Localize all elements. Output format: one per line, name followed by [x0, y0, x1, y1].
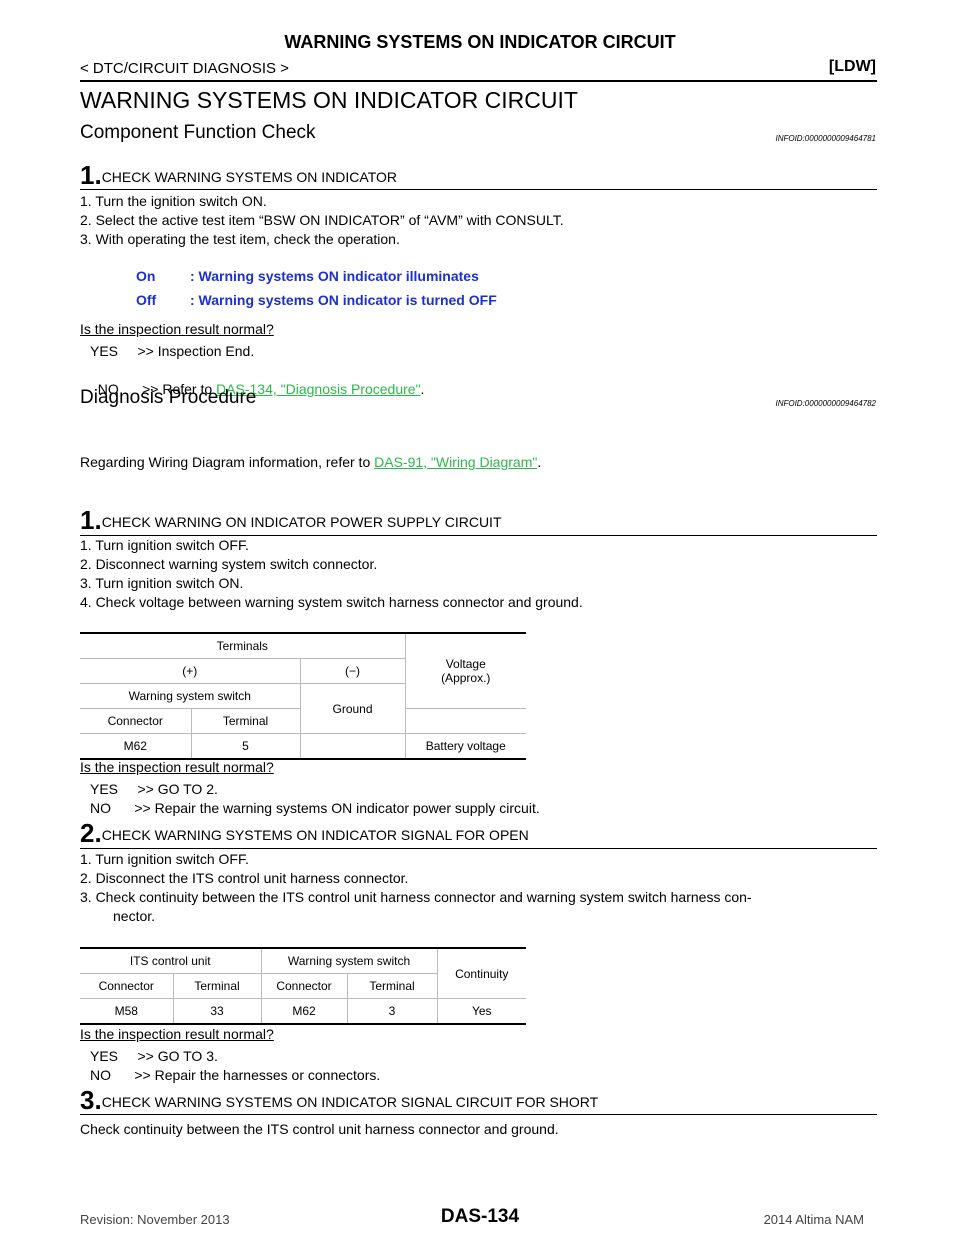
section-heading-diagnosis-procedure: Diagnosis Procedure: [80, 387, 257, 408]
spec-off-row: Off : Warning systems ON indicator is tur…: [136, 292, 497, 308]
list-item: 2. Disconnect the ITS control unit harne…: [80, 870, 409, 886]
no-suffix: .: [420, 381, 425, 397]
approx-label: (Approx.): [441, 671, 491, 685]
table-header: Terminal: [190, 708, 300, 734]
step-heading: 1.CHECK WARNING ON INDICATOR POWER SUPPL…: [80, 505, 502, 536]
table-cell: M62: [80, 733, 191, 760]
table-cell: [299, 733, 405, 760]
inspection-question: Is the inspection result normal?: [80, 1026, 274, 1042]
running-header-title: WARNING SYSTEMS ON INDICATOR CIRCUIT: [284, 32, 676, 52]
no-branch: NO >> Repair the harnesses or connectors…: [90, 1067, 381, 1083]
table-cell: M58: [80, 998, 173, 1025]
step-number: 1.: [80, 505, 102, 535]
intro-text: Regarding Wiring Diagram information, re…: [80, 454, 375, 470]
step-number: 1.: [80, 160, 102, 190]
wiring-diagram-reference: Regarding Wiring Diagram information, re…: [80, 453, 541, 472]
spec-label: Off: [136, 292, 157, 308]
instruction-list: 1. Turn the ignition switch ON. 2. Selec…: [80, 192, 564, 249]
cross-reference-link[interactable]: DAS-134, "Diagnosis Procedure": [216, 381, 421, 397]
step-rule: [80, 848, 877, 849]
table-cell: 33: [172, 998, 261, 1025]
table-header: Connector: [260, 973, 347, 999]
instruction-list: 1. Turn ignition switch OFF. 2. Disconne…: [80, 536, 583, 612]
table-header: Warning system switch: [260, 947, 437, 974]
table-cell: 5: [190, 733, 300, 760]
continuity-table: ITS control unit Warning system switch C…: [80, 947, 526, 1025]
table-header: Connector: [80, 973, 173, 999]
step-title: CHECK WARNING SYSTEMS ON INDICATOR: [101, 169, 398, 185]
voltage-table: Terminals Voltage (Approx.) (+) (−) Warn…: [80, 632, 526, 760]
list-item: 4. Check voltage between warning system …: [80, 594, 583, 610]
voltage-label: Voltage: [445, 657, 486, 671]
list-item: 1. Turn ignition switch OFF.: [80, 851, 249, 867]
yes-branch: YES >> GO TO 2.: [90, 781, 218, 797]
no-text: NO >> Refer to: [97, 381, 217, 397]
list-item: 2. Disconnect warning system switch conn…: [80, 556, 378, 572]
list-item: 3. Check continuity between the ITS cont…: [80, 889, 752, 905]
revision-label: Revision: November 2013: [80, 1212, 230, 1227]
info-id: INFOID:0000000009464782: [775, 399, 876, 408]
yes-branch: YES >> Inspection End.: [90, 343, 255, 359]
step-heading: 1.CHECK WARNING SYSTEMS ON INDICATOR: [80, 160, 397, 191]
step-rule: [80, 1114, 877, 1115]
table-cell: Ground: [299, 683, 405, 734]
instruction-text: Check continuity between the ITS control…: [80, 1121, 559, 1137]
table-header: (−): [299, 658, 405, 684]
spec-text: : Warning systems ON indicator is turned…: [190, 292, 497, 308]
header-rule: [80, 80, 877, 82]
list-item: 3. With operating the test item, check t…: [80, 231, 400, 247]
no-branch: NO >> Refer to DAS-134, "Diagnosis Proce…: [90, 361, 425, 399]
spec-label: On: [136, 268, 156, 284]
list-item: 1. Turn ignition switch OFF.: [80, 537, 249, 553]
intro-suffix: .: [537, 454, 542, 470]
table-cell: [404, 708, 526, 734]
table-header: Terminal: [172, 973, 261, 999]
yes-branch: YES >> GO TO 3.: [90, 1048, 218, 1064]
step-heading: 3.CHECK WARNING SYSTEMS ON INDICATOR SIG…: [80, 1085, 598, 1116]
table-header: Voltage (Approx.): [404, 632, 526, 709]
page-number: DAS-134: [440, 1206, 520, 1227]
table-header: Terminals: [80, 632, 405, 659]
inspection-question: Is the inspection result normal?: [80, 759, 274, 775]
step-rule: [80, 189, 877, 190]
table-cell: Battery voltage: [404, 733, 526, 760]
list-item: 2. Select the active test item “BSW ON I…: [80, 212, 564, 228]
list-item: 3. Turn ignition switch ON.: [80, 575, 244, 591]
section-heading-component-function-check: Component Function Check: [80, 122, 316, 143]
table-header: Terminal: [346, 973, 437, 999]
list-item: 1. Turn the ignition switch ON.: [80, 193, 267, 209]
spec-text: : Warning systems ON indicator illuminat…: [190, 268, 479, 284]
section-tag: [LDW]: [828, 58, 876, 75]
cross-reference-link[interactable]: DAS-91, "Wiring Diagram": [374, 454, 538, 470]
table-cell: Yes: [436, 998, 526, 1025]
table-header: Warning system switch: [80, 683, 300, 709]
step-rule: [80, 535, 877, 536]
step-heading: 2.CHECK WARNING SYSTEMS ON INDICATOR SIG…: [80, 818, 529, 849]
model-label: 2014 Altima NAM: [763, 1212, 864, 1227]
table-cell: 3: [346, 998, 437, 1025]
step-title: CHECK WARNING SYSTEMS ON INDICATOR SIGNA…: [101, 827, 529, 843]
list-item: nector.: [113, 908, 156, 924]
info-id: INFOID:0000000009464781: [775, 134, 876, 143]
step-number: 2.: [80, 818, 102, 848]
table-header: Continuity: [436, 947, 526, 999]
no-branch: NO >> Repair the warning systems ON indi…: [90, 800, 540, 816]
table-cell: M62: [260, 998, 347, 1025]
table-header: (+): [80, 658, 300, 684]
table-header: ITS control unit: [80, 947, 261, 974]
step-title: CHECK WARNING SYSTEMS ON INDICATOR SIGNA…: [101, 1094, 599, 1110]
spec-on-row: On : Warning systems ON indicator illumin…: [136, 268, 479, 284]
step-number: 3.: [80, 1085, 102, 1115]
page-title: WARNING SYSTEMS ON INDICATOR CIRCUIT: [80, 87, 578, 113]
breadcrumb: < DTC/CIRCUIT DIAGNOSIS >: [80, 60, 289, 77]
table-header: Connector: [80, 708, 191, 734]
instruction-list: 1. Turn ignition switch OFF. 2. Disconne…: [80, 850, 752, 926]
step-title: CHECK WARNING ON INDICATOR POWER SUPPLY …: [101, 514, 502, 530]
inspection-question: Is the inspection result normal?: [80, 321, 274, 337]
